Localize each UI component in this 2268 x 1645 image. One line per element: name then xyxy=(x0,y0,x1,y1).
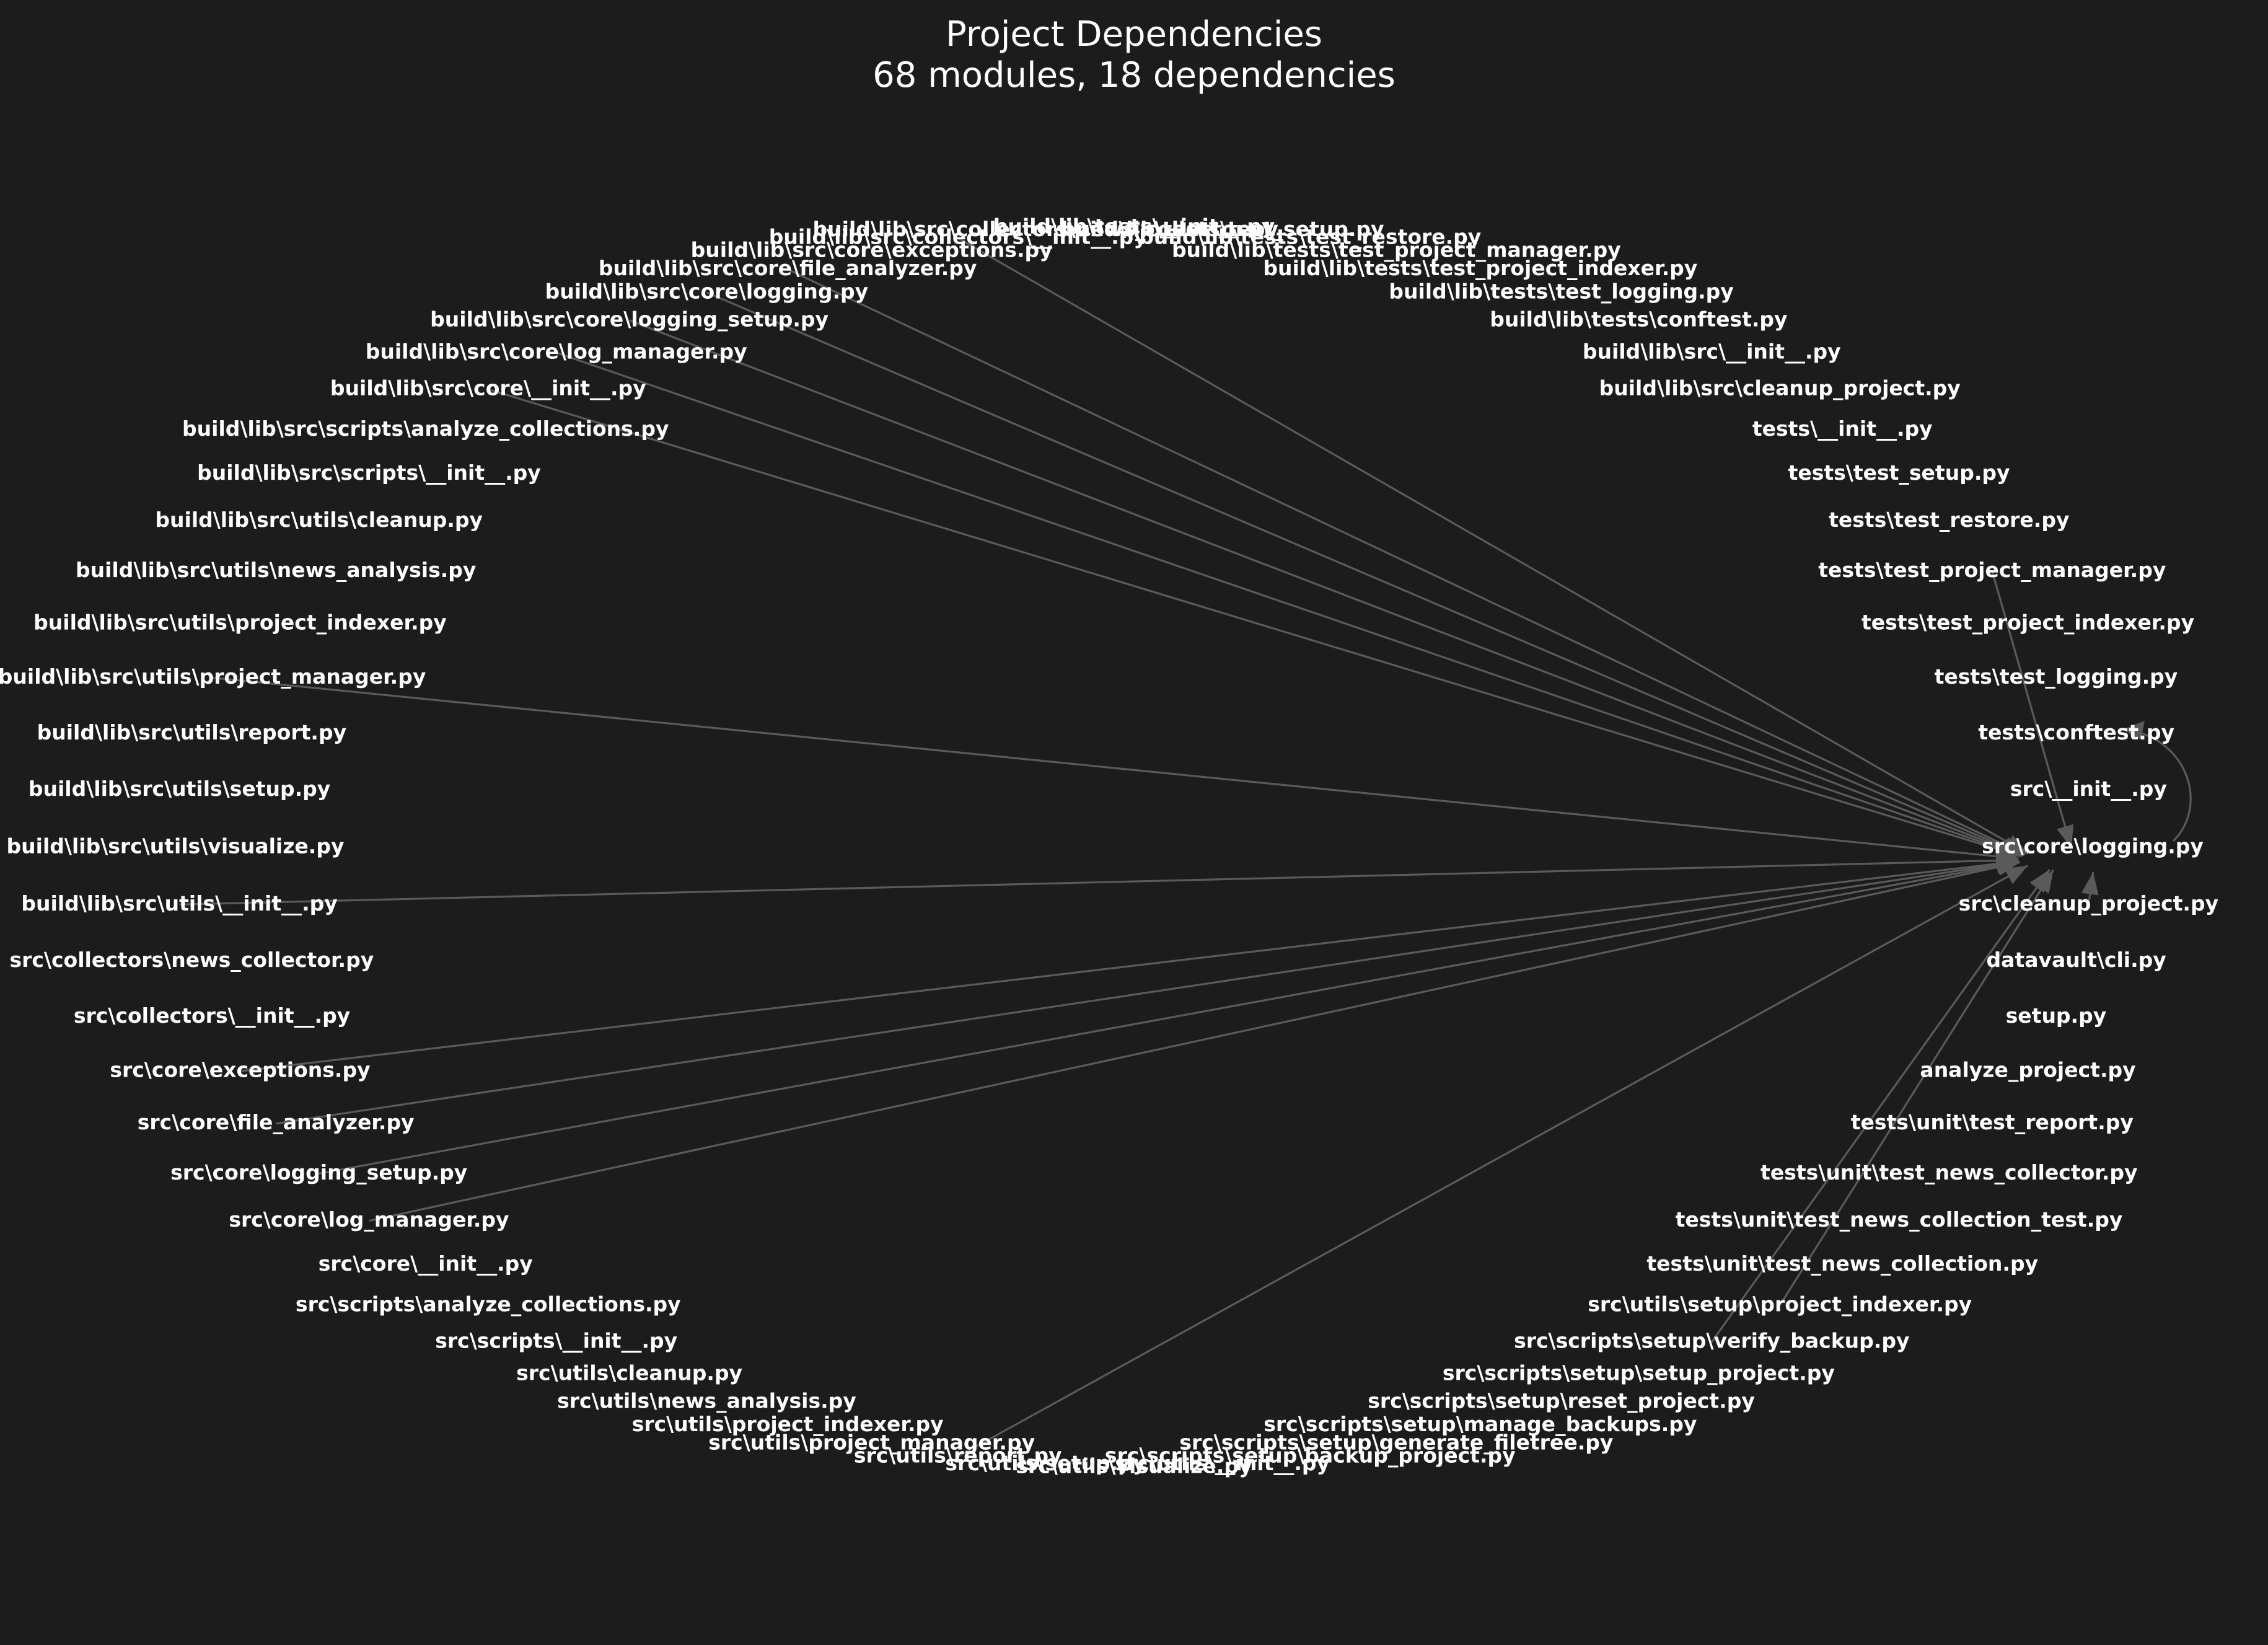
node-label-tests-test-setup-py: tests\test_setup.py xyxy=(1788,461,2010,485)
node-label-src-init-py: src\__init__.py xyxy=(2010,777,2167,801)
node-label-build-lib-src-scripts-init-py: build\lib\src\scripts\__init__.py xyxy=(197,461,541,485)
edge-layer xyxy=(179,237,2192,1458)
dependency-edge-build-lib-src-collectors-init-py xyxy=(957,237,2029,855)
node-label-build-lib-src-utils-init-py: build\lib\src\utils\__init__.py xyxy=(21,891,337,915)
node-label-build-lib-src-cleanup-project-py: build\lib\src\cleanup_project.py xyxy=(1599,376,1961,400)
dependency-edge-src-scripts-setup-verify-backup-py xyxy=(1710,868,2050,1343)
node-label-build-lib-src-utils-cleanup-py: build\lib\src\utils\cleanup.py xyxy=(155,508,483,532)
node-label-tests-test-project-indexer-py: tests\test_project_indexer.py xyxy=(1861,610,2194,634)
node-label-src-scripts-analyze-collections-py: src\scripts\analyze_collections.py xyxy=(296,1292,681,1316)
node-label-build-lib-src-core-logging-py: build\lib\src\core\logging.py xyxy=(545,279,869,303)
node-label-build-lib-tests-test-setup-py: build\lib\tests\test_setup.py xyxy=(1061,217,1384,241)
arrowhead xyxy=(2057,824,2074,849)
node-label-setup-py: setup.py xyxy=(2006,1003,2107,1028)
node-label-tests-unit-test-news-collection-test-py: tests\unit\test_news_collection_test.py xyxy=(1676,1207,2123,1232)
node-label-src-utils-setup-project-indexer-py: src\utils\setup\project_indexer.py xyxy=(1588,1292,1972,1316)
node-label-src-cleanup-project-py: src\cleanup_project.py xyxy=(1959,891,2218,915)
node-label-src-utils-project-indexer-py: src\utils\project_indexer.py xyxy=(632,1412,944,1436)
node-label-tests-test-restore-py: tests\test_restore.py xyxy=(1829,508,2069,532)
node-label-tests-test-logging-py: tests\test_logging.py xyxy=(1935,664,2178,689)
dependency-edge-src-core-log-manager-py xyxy=(369,861,2021,1222)
node-label-build-lib-tests-test-logging-py: build\lib\tests\test_logging.py xyxy=(1389,279,1733,303)
dependency-edge-build-lib-src-utils-init-py xyxy=(179,858,2019,906)
node-label-src-core-logging-setup-py: src\core\logging_setup.py xyxy=(170,1160,467,1184)
node-label-tests-init-py: tests\__init__.py xyxy=(1752,417,1933,441)
node-label-build-lib-tests-test-project-indexer-py: build\lib\tests\test_project_indexer.py xyxy=(1263,256,1697,280)
dependency-edge-src-core-file-analyzer-py xyxy=(275,860,2020,1125)
node-label-tests-test-project-manager-py: tests\test_project_manager.py xyxy=(1818,558,2166,582)
node-label-src-scripts-setup-verify-backup-py: src\scripts\setup\verify_backup.py xyxy=(1514,1329,1909,1353)
node-label-src-utils-visualize-py: src\utils\visualize.py xyxy=(1016,1454,1252,1478)
node-label-src-core-exceptions-py: src\core\exceptions.py xyxy=(110,1058,370,1082)
node-label-src-collectors-news-collector-py: src\collectors\news_collector.py xyxy=(9,948,374,972)
graph-title: Project Dependencies xyxy=(946,14,1322,55)
dependency-edge-build-lib-src-core-logging-setup-py xyxy=(629,319,2024,857)
node-label-src-core-logging-py: src\core\logging.py xyxy=(1982,834,2204,858)
node-label-build-lib-src-core-logging-setup-py: build\lib\src\core\logging_setup.py xyxy=(430,307,829,331)
node-label-src-scripts-init-py: src\scripts\__init__.py xyxy=(435,1329,677,1353)
dependency-edge-src-utils-report-py xyxy=(957,865,2029,1458)
node-label-build-lib-src-utils-project-indexer-py: build\lib\src\utils\project_indexer.py xyxy=(33,610,447,634)
dependency-edge-src-core-exceptions-py xyxy=(240,860,2020,1072)
node-label-src-scripts-setup-generate-filetree-py: src\scripts\setup\generate_filetree.py xyxy=(1179,1430,1613,1454)
dependency-edge-tests-test-project-manager-py xyxy=(1991,570,2073,849)
node-label-build-lib-src-collectors-news-collector-py: build\lib\src\collectors\news_collector.… xyxy=(813,217,1278,241)
arrowhead xyxy=(2122,721,2145,739)
dependency-edge-build-lib-src-core-file-analyzer-py xyxy=(787,268,2026,856)
dependency-edge-build-lib-src-utils-project-manager-py xyxy=(211,676,2019,860)
node-label-build-lib-tests-test-restore-py: build\lib\tests\test_restore.py xyxy=(1139,225,1481,249)
node-label-build-lib-src-core-log-manager-py: build\lib\src\core\log_manager.py xyxy=(366,339,747,363)
node-label-src-core-log-manager-py: src\core\log_manager.py xyxy=(229,1207,509,1232)
node-label-src-scripts-setup-reset-project-py: src\scripts\setup\reset_project.py xyxy=(1368,1389,1755,1413)
node-label-src-utils-report-py: src\utils\report.py xyxy=(854,1443,1062,1467)
node-label-layer: src\core\logging.py src\__init__.py tests\… xyxy=(0,214,2218,1478)
node-label-src-scripts-setup-manage-backups-py: src\scripts\setup\manage_backups.py xyxy=(1264,1412,1697,1436)
dependency-edge-src-utils-setup-project-indexer-py xyxy=(1778,869,2055,1306)
node-label-build-lib-src-utils-visualize-py: build\lib\src\utils\visualize.py xyxy=(7,834,345,858)
dependency-edge-build-lib-src-core-logging-py xyxy=(706,291,2024,857)
node-label-tests-unit-test-news-collector-py: tests\unit\test_news_collector.py xyxy=(1760,1160,2137,1184)
node-label-build-lib-tests-test-project-manager-py: build\lib\tests\test_project_manager.py xyxy=(1172,238,1621,262)
node-label-tests-unit-test-report-py: tests\unit\test_report.py xyxy=(1851,1110,2134,1134)
graph-subtitle: 68 modules, 18 dependencies xyxy=(872,55,1396,95)
node-label-build-lib-src-collectors-init-py: build\lib\src\collectors\__init__.py xyxy=(769,225,1147,249)
node-label-src-utils-setup-py: src\utils\setup.py xyxy=(945,1451,1146,1475)
dependency-edge-self-loop xyxy=(2123,728,2192,842)
node-label-src-utils-init-py: src\utils\__init__.py xyxy=(1115,1451,1330,1475)
node-label-build-lib-tests-init-py: build\lib\tests\__init__.py xyxy=(993,214,1275,239)
node-label-src-scripts-setup-setup-project-py: src\scripts\setup\setup_project.py xyxy=(1443,1361,1835,1385)
node-label-src-utils-project-manager-py: src\utils\project_manager.py xyxy=(708,1430,1035,1454)
node-label-build-lib-src-core-init-py: build\lib\src\core\__init__.py xyxy=(330,376,646,400)
node-label-src-utils-cleanup-py: src\utils\cleanup.py xyxy=(516,1361,742,1385)
node-label-build-lib-src-utils-setup-py: build\lib\src\utils\setup.py xyxy=(29,777,330,801)
arrowhead xyxy=(1996,858,2020,876)
node-label-src-collectors-init-py: src\collectors\__init__.py xyxy=(74,1003,350,1028)
node-label-tests-conftest-py: tests\conftest.py xyxy=(1978,720,2174,744)
node-label-build-lib-src-init-py: build\lib\src\__init__.py xyxy=(1583,339,1841,363)
node-label-analyze-project-py: analyze_project.py xyxy=(1920,1058,2135,1082)
node-label-src-core-file-analyzer-py: src\core\file_analyzer.py xyxy=(138,1110,415,1134)
node-label-src-utils-news-analysis-py: src\utils\news_analysis.py xyxy=(557,1389,856,1413)
arrowhead xyxy=(2081,871,2099,896)
node-label-build-lib-src-utils-report-py: build\lib\src\utils\report.py xyxy=(37,720,347,744)
dependency-edge-build-lib-src-core-init-py xyxy=(488,388,2022,858)
node-label-tests-unit-test-news-collection-py: tests\unit\test_news_collection.py xyxy=(1646,1251,2038,1276)
node-label-build-lib-src-utils-project-manager-py: build\lib\src\utils\project_manager.py xyxy=(0,664,426,689)
dependency-edge-src-core-logging-setup-py xyxy=(319,861,2020,1175)
node-label-build-lib-src-core-file-analyzer-py: build\lib\src\core\file_analyzer.py xyxy=(599,256,977,280)
arrowhead xyxy=(2004,865,2028,884)
node-label-src-scripts-setup-backup-project-py: src\scripts\setup\backup_project.py xyxy=(1105,1443,1516,1467)
node-label-build-lib-src-utils-news-analysis-py: build\lib\src\utils\news_analysis.py xyxy=(76,558,476,582)
dependency-edge-build-lib-src-core-log-manager-py xyxy=(556,351,2023,857)
node-label-build-lib-src-scripts-analyze-collections-py: build\lib\src\scripts\analyze_collection… xyxy=(182,417,669,441)
node-label-build-lib-tests-conftest-py: build\lib\tests\conftest.py xyxy=(1490,307,1787,331)
arrowhead xyxy=(2034,870,2054,894)
node-label-src-core-init-py: src\core\__init__.py xyxy=(319,1251,533,1276)
node-label-datavault-cli-py: datavault\cli.py xyxy=(1987,948,2166,972)
node-label-build-lib-src-core-exceptions-py: build\lib\src\core\exceptions.py xyxy=(691,238,1053,262)
